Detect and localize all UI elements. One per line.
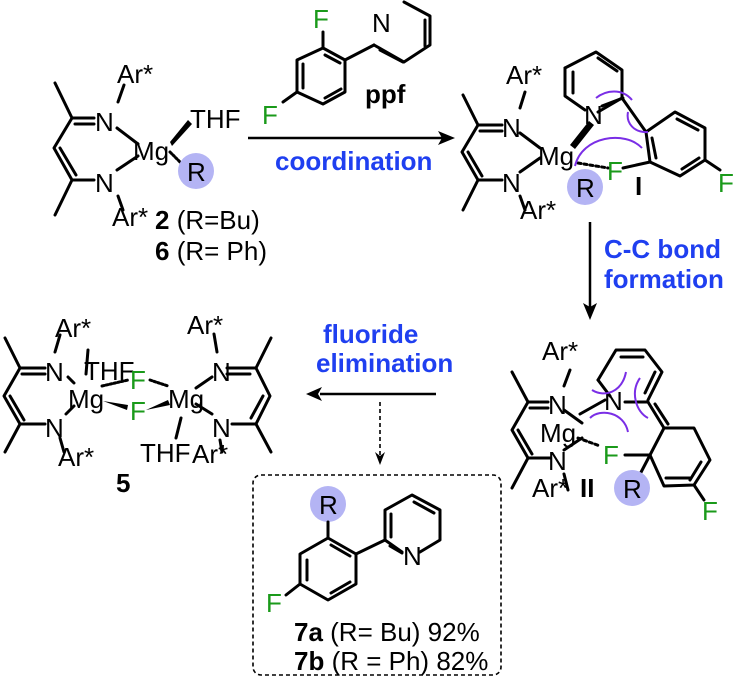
product-box: R N F xyxy=(252,474,502,676)
step-label-cc-bond-line1: C-C bond xyxy=(604,234,721,264)
atom-r: R xyxy=(576,173,595,203)
electron-arrow xyxy=(626,111,649,134)
atom-mg: Mg xyxy=(68,384,104,414)
atom-n: N xyxy=(502,168,521,198)
atom-f: F xyxy=(607,156,623,186)
coordination-arrow xyxy=(248,131,455,145)
atom-ar: Ar* xyxy=(117,59,153,89)
atom-ar: Ar* xyxy=(520,195,556,225)
atom-n: N xyxy=(45,357,64,387)
atom-ar: Ar* xyxy=(192,439,228,469)
atom-f: F xyxy=(130,365,146,395)
atom-thf: THF xyxy=(84,356,135,386)
product-7b-label: 7b (R = Ph) 82% xyxy=(294,646,488,676)
product-7a-label: 7a (R= Bu) 92% xyxy=(294,617,480,647)
step-label-fluoride-line1: fluoride xyxy=(323,319,418,349)
cc-bond-arrow xyxy=(583,222,597,320)
atom-r: R xyxy=(187,157,206,187)
atom-r: R xyxy=(623,474,642,504)
atom-ar: Ar* xyxy=(532,473,568,503)
compound-5-structure: Ar* N N Mg THF F F Mg Ar* N N THF Ar* Ar… xyxy=(2,310,273,472)
atom-mg: Mg xyxy=(133,136,169,166)
intermediate-I-label: I xyxy=(635,171,642,201)
atom-n: N xyxy=(584,100,603,130)
atom-f: F xyxy=(130,396,146,426)
atom-f: F xyxy=(266,588,282,618)
atom-f: F xyxy=(702,496,718,526)
dashed-side-arrow xyxy=(375,402,385,465)
atom-f: F xyxy=(262,100,278,130)
atom-ar: Ar* xyxy=(506,60,542,90)
atom-mg: Mg xyxy=(168,384,204,414)
intermediate-II-structure: Ar* N N Mg N F F R Ar* xyxy=(510,336,718,526)
atom-n: N xyxy=(548,390,567,420)
step-label-fluoride-line2: elimination xyxy=(316,348,453,378)
atom-ar: Ar* xyxy=(58,442,94,472)
atom-ar: Ar* xyxy=(542,336,578,366)
electron-arrow xyxy=(591,371,627,395)
atom-n: N xyxy=(212,357,231,387)
atom-mg: Mg xyxy=(540,418,576,448)
step-label-cc-bond-line2: formation xyxy=(604,264,724,294)
electron-arrow xyxy=(589,411,629,433)
atom-f: F xyxy=(603,440,619,470)
compound-2-6-structure: Ar* N N Mg THF R Ar* xyxy=(52,59,241,232)
electron-arrow xyxy=(574,136,643,167)
step-label-coordination: coordination xyxy=(275,146,432,176)
atom-n: N xyxy=(95,168,114,198)
atom-n: N xyxy=(45,413,64,443)
ppf-label: ppf xyxy=(365,79,406,109)
atom-r: R xyxy=(319,490,338,520)
intermediate-II-label: II xyxy=(580,473,594,503)
atom-ar: Ar* xyxy=(187,310,223,340)
atom-n: N xyxy=(95,107,114,137)
atom-n: N xyxy=(548,446,567,476)
intermediate-I-structure: Ar* N N Mg N F F R Ar* xyxy=(460,50,734,225)
atom-n: N xyxy=(212,413,231,443)
atom-n: N xyxy=(372,8,391,38)
compound-6-label: 6 (R= Ph) xyxy=(155,236,267,266)
atom-thf: THF xyxy=(190,104,241,134)
electron-arrow xyxy=(595,90,633,101)
electron-arrow xyxy=(633,377,649,419)
atom-n: N xyxy=(403,541,422,571)
atom-ar: Ar* xyxy=(112,202,148,232)
atom-n: N xyxy=(502,113,521,143)
compound-2-label: 2 (R=Bu) xyxy=(155,205,260,235)
atom-ar: Ar* xyxy=(55,313,91,343)
atom-f: F xyxy=(313,4,329,34)
fluoride-elimination-arrow xyxy=(306,387,436,401)
compound-5-label: 5 xyxy=(116,468,130,498)
atom-thf: THF xyxy=(140,438,191,468)
atom-mg: Mg xyxy=(538,141,574,171)
atom-f: F xyxy=(718,168,734,198)
ppf-structure: F F N ppf xyxy=(262,0,432,130)
